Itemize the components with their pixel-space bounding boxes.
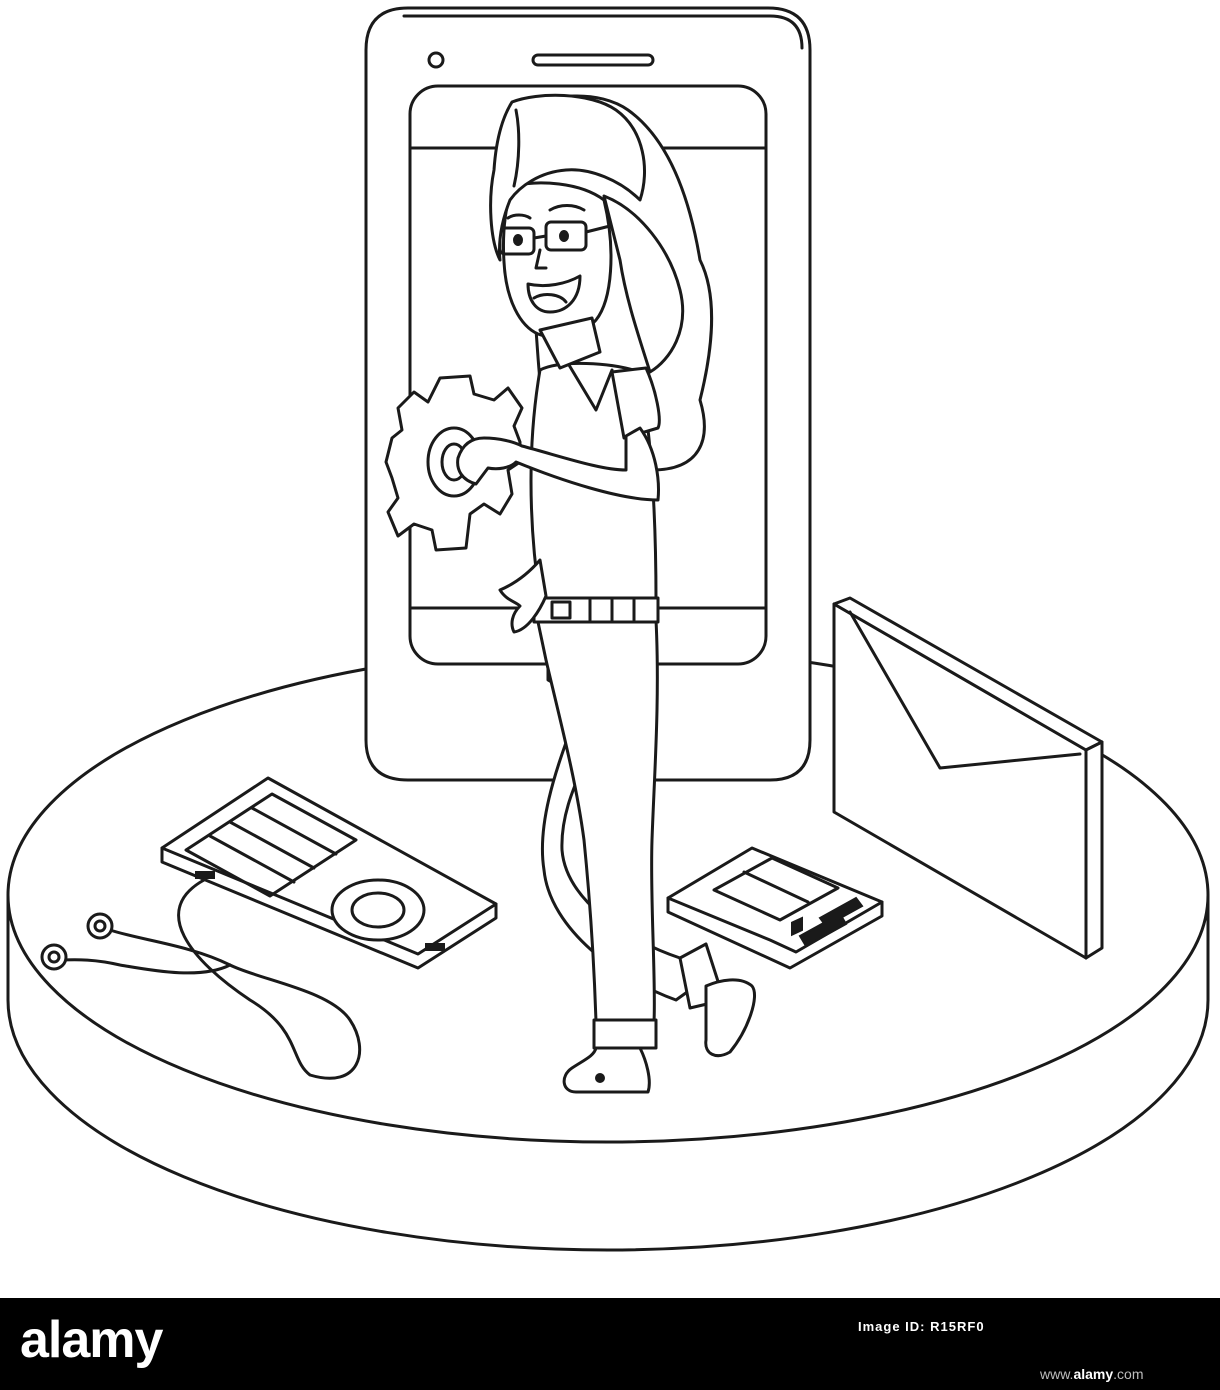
image-id-value: R15RF0 bbox=[930, 1319, 985, 1334]
url-prefix: www. bbox=[1040, 1366, 1074, 1382]
alamy-logo: alamy bbox=[20, 1311, 163, 1369]
earphones-icon bbox=[42, 880, 360, 1078]
woman-figure bbox=[386, 95, 755, 1092]
site-url[interactable]: www.alamy.com bbox=[1040, 1366, 1144, 1382]
illustration bbox=[0, 0, 1220, 1298]
mp3-player-icon bbox=[162, 778, 496, 968]
url-domain: alamy bbox=[1073, 1366, 1114, 1382]
url-suffix: .com bbox=[1113, 1366, 1144, 1382]
image-id-label: Image ID: bbox=[858, 1319, 926, 1334]
watermark-banner: alamy Image ID: R15RF0 www.alamy.com bbox=[0, 1298, 1220, 1390]
envelope-icon bbox=[834, 598, 1102, 958]
sd-card-icon bbox=[668, 848, 882, 968]
image-id: Image ID: R15RF0 bbox=[858, 1319, 985, 1334]
